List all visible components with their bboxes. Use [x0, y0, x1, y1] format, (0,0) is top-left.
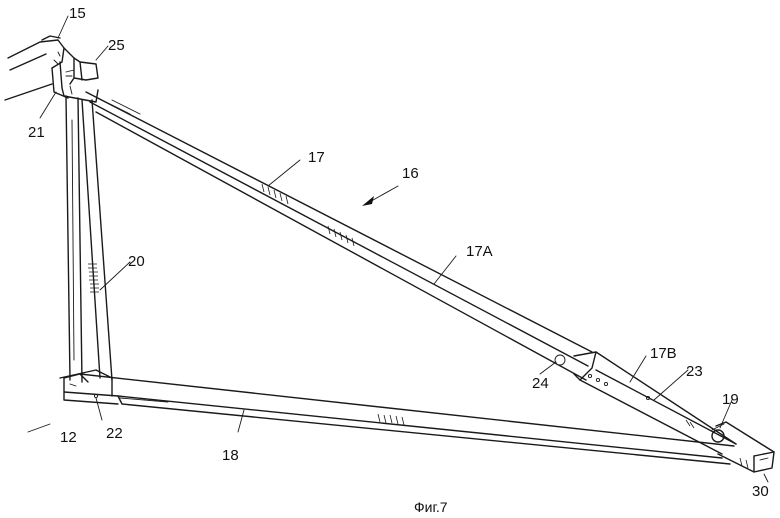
label-21: 21 — [28, 124, 45, 141]
label-22: 22 — [106, 425, 123, 442]
label-16: 16 — [402, 165, 419, 182]
label-30: 30 — [752, 483, 769, 500]
label-17: 17 — [308, 149, 325, 166]
arrow-16-icon — [362, 196, 374, 206]
bolt-24 — [554, 354, 566, 366]
end-fitting-30 — [711, 421, 775, 473]
bottom-beam-18 — [63, 373, 735, 465]
figure-caption: Фиг.7 — [414, 499, 448, 515]
label-15: 15 — [69, 5, 86, 22]
label-17b: 17B — [650, 345, 677, 362]
label-17a: 17A — [466, 243, 493, 260]
label-12: 12 — [60, 429, 77, 446]
diagonal-beam-17 — [85, 91, 593, 381]
label-18: 18 — [222, 447, 239, 464]
vertical-strut-20 — [65, 95, 113, 383]
top-mount-bracket — [4, 35, 99, 103]
label-19: 19 — [722, 391, 739, 408]
label-20: 20 — [128, 253, 145, 270]
label-24: 24 — [532, 375, 549, 392]
label-23: 23 — [686, 363, 703, 380]
leader-lines — [27, 15, 769, 483]
label-25: 25 — [108, 37, 125, 54]
telescopic-section-17b — [573, 351, 737, 455]
